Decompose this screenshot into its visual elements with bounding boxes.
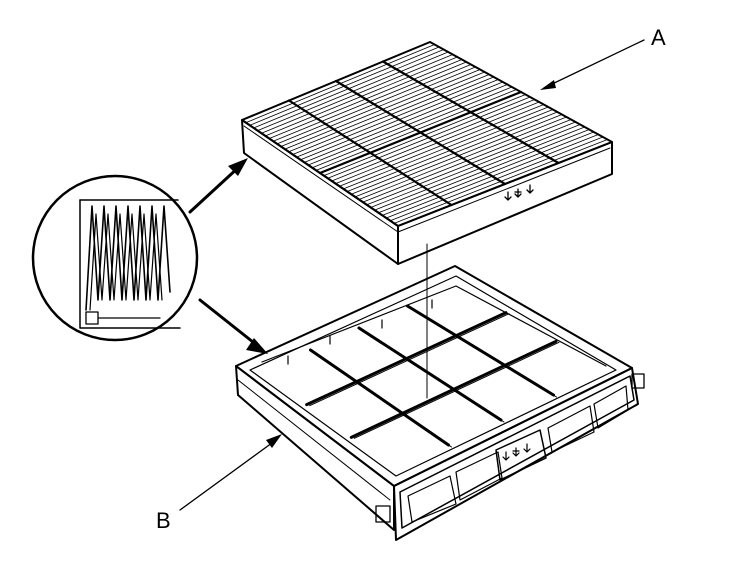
arrow-to-filter [188, 158, 248, 214]
filter-housing [235, 265, 645, 541]
filter-pleat-lines [245, 44, 608, 224]
leader-a [540, 39, 645, 90]
filter-support-ribs [287, 60, 560, 207]
arrow-to-housing [198, 298, 268, 354]
pleat-detail-magnifier [31, 174, 199, 342]
label-b: B [156, 508, 171, 533]
housing-grid [305, 304, 560, 448]
label-a: A [651, 25, 666, 50]
leader-b [179, 434, 282, 511]
housing-airflow-mark [502, 443, 531, 461]
airflow-arrow-mark [504, 184, 534, 201]
filter-element [241, 41, 613, 265]
